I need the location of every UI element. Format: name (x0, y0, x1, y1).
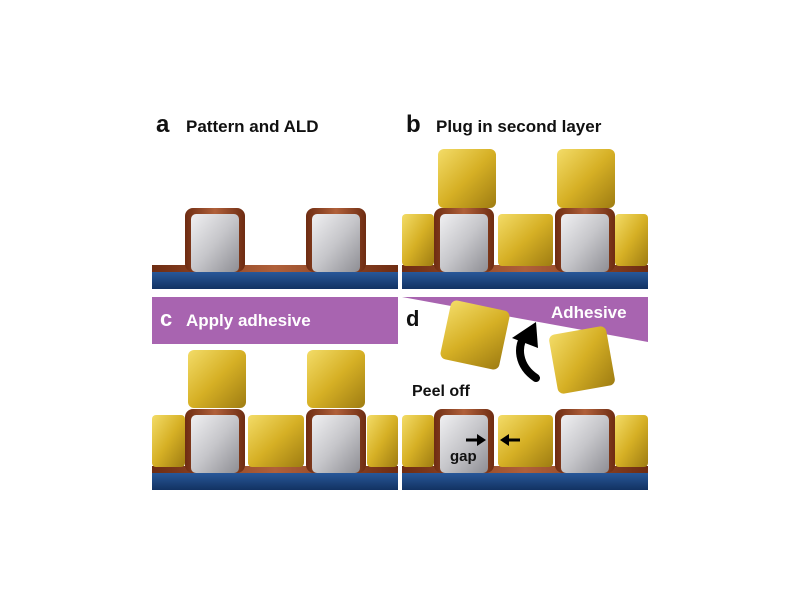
gold-plug (438, 149, 496, 208)
silver-pillar (185, 409, 245, 473)
gold-block (402, 214, 434, 266)
gold-block (615, 214, 648, 266)
gold-plug-peeled (549, 326, 615, 394)
panel-b-title: Plug in second layer (436, 117, 602, 136)
gold-block (498, 415, 553, 467)
gold-block (152, 415, 185, 467)
adhesive-label: Adhesive (551, 303, 627, 322)
gold-block (248, 415, 304, 467)
silver-pillar (434, 208, 494, 272)
panel-d: d Adhesive Peel off gap (402, 297, 648, 490)
adhesive-layer (152, 297, 398, 344)
gold-plug (557, 149, 615, 208)
peel-off-label: Peel off (412, 383, 470, 400)
gap-arrows (466, 434, 520, 446)
ald-coating (402, 265, 648, 272)
gold-block (498, 214, 553, 266)
substrate (152, 271, 398, 289)
silver-pillar (434, 409, 494, 473)
gold-block (615, 415, 648, 467)
panel-divider (398, 140, 402, 495)
silver-pillar (555, 208, 615, 272)
ald-coating (402, 466, 648, 473)
panel-a-letter: a (156, 111, 170, 138)
panel-d-letter: d (406, 306, 419, 331)
substrate (402, 271, 648, 289)
substrate (152, 472, 398, 490)
panel-c-letter: c (160, 306, 172, 331)
substrate (402, 472, 648, 490)
peel-arrow (512, 322, 540, 382)
panel-divider (150, 291, 650, 296)
gold-plug-peeled (440, 300, 510, 370)
panel-c: c Apply adhesive (152, 297, 398, 490)
gold-plug (188, 350, 246, 408)
silver-pillar (555, 409, 615, 473)
silver-pillar (306, 409, 366, 473)
gold-plug (307, 350, 365, 408)
ald-coating (152, 466, 398, 473)
panel-b-letter: b (406, 111, 421, 138)
gap-label: gap (450, 448, 477, 465)
silver-pillar (185, 208, 245, 272)
panel-a: a Pattern and ALD (152, 111, 398, 289)
silver-pillar (306, 208, 366, 272)
panel-b: b Plug in second layer (402, 111, 648, 289)
ald-coating (152, 265, 398, 272)
panel-a-title: Pattern and ALD (186, 117, 319, 136)
panel-c-title: Apply adhesive (186, 311, 311, 330)
gold-block (402, 415, 434, 467)
gold-block (367, 415, 398, 467)
